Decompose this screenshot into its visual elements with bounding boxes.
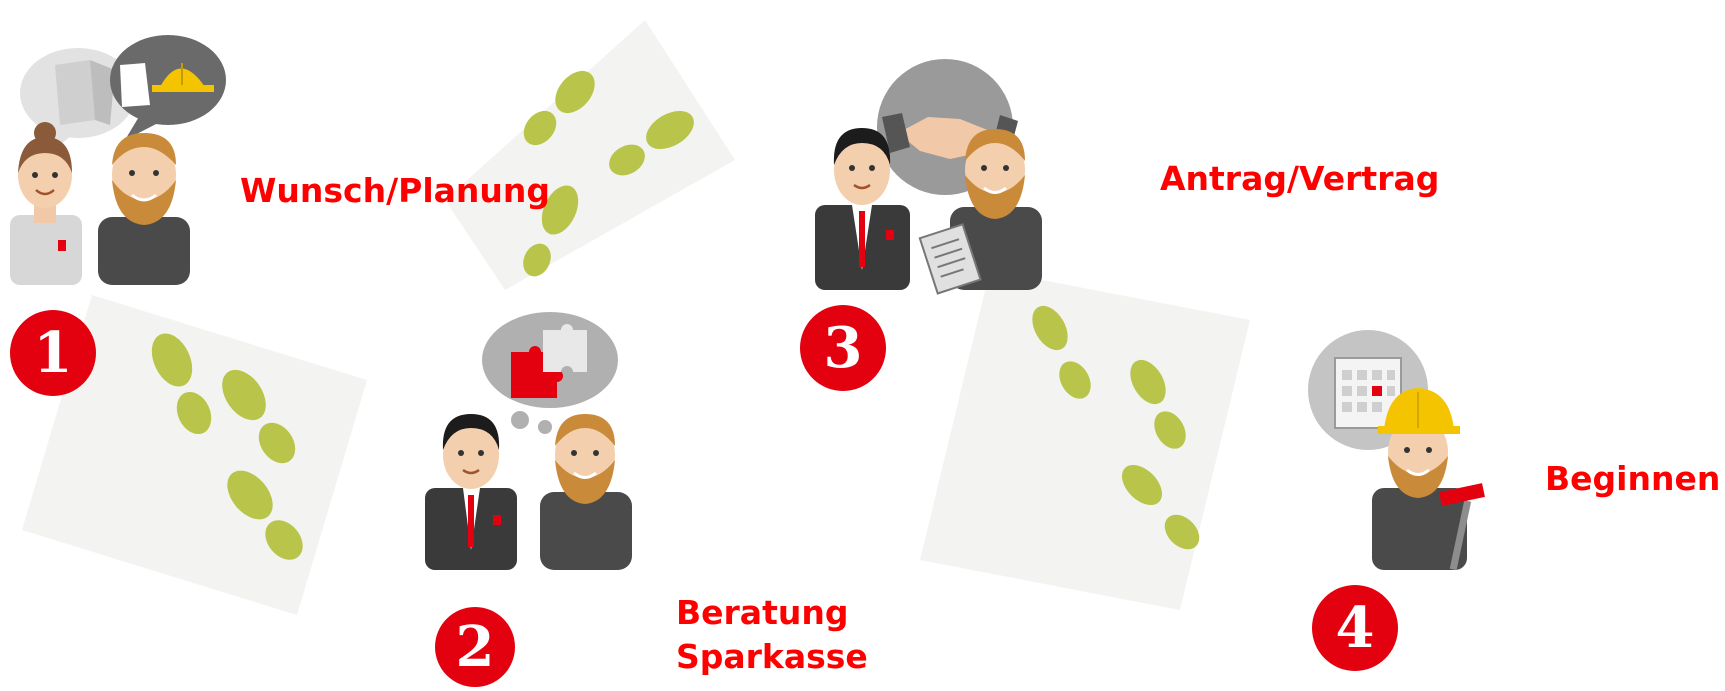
step-number-3: 3 xyxy=(800,305,886,391)
step-label-1: Wunsch/Planung xyxy=(240,171,551,210)
step-label-2-line2: Sparkasse xyxy=(676,637,868,676)
step-number-1: 1 xyxy=(10,310,96,396)
step-label-2-line1: Beratung xyxy=(676,593,849,632)
document-icon xyxy=(918,223,982,295)
builder-avatar xyxy=(1372,388,1467,570)
construction-start-illustration xyxy=(1308,330,1485,570)
footprints-icon-1 xyxy=(22,295,367,615)
step-number-4: 4 xyxy=(1312,585,1398,671)
consultation-illustration-2 xyxy=(425,312,632,570)
consultation-illustration-1 xyxy=(10,35,226,285)
hammer-icon xyxy=(1438,483,1485,570)
footprints-icon-3 xyxy=(920,270,1250,610)
bearded-man-avatar xyxy=(540,414,632,570)
step-number-2: 2 xyxy=(435,607,515,687)
footprints-icon-2 xyxy=(445,20,735,290)
step-label-3: Antrag/Vertrag xyxy=(1160,159,1440,198)
bearded-man-avatar xyxy=(98,133,190,285)
helmet-icon xyxy=(110,35,226,140)
advisor-avatar xyxy=(815,128,910,290)
woman-avatar xyxy=(10,122,82,285)
advisor-avatar xyxy=(425,414,517,570)
helmet-icon xyxy=(1378,388,1460,434)
contract-illustration xyxy=(815,59,1042,295)
puzzle-icon xyxy=(482,312,618,434)
step-label-4: Beginnen xyxy=(1545,459,1721,498)
